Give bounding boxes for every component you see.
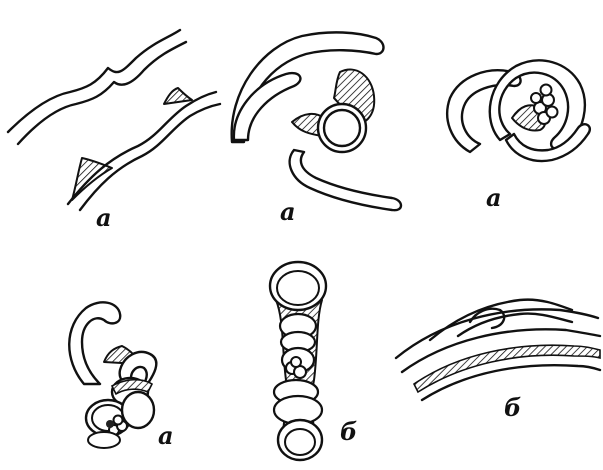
panel-3-label: а	[486, 183, 502, 212]
loop-left	[69, 302, 120, 384]
small-circle-3	[114, 416, 123, 425]
panel-2-label: а	[280, 197, 296, 226]
panel-5-label: б	[340, 417, 357, 446]
panel-4-label: а	[158, 421, 174, 450]
inner-membrane-line-2	[80, 104, 220, 210]
cluster-circle-6	[531, 93, 541, 103]
panel-6-layers	[396, 300, 600, 400]
chain-bead-3	[291, 357, 301, 367]
cluster-circle-4	[547, 107, 558, 118]
panel-5-chain	[270, 262, 326, 460]
cluster-circle-5	[541, 85, 552, 96]
ring-d	[88, 432, 120, 448]
coil-tail	[506, 124, 590, 161]
outer-membrane-line	[8, 30, 180, 132]
panel-1-membranes	[8, 30, 220, 210]
panel-3-coil	[447, 60, 590, 161]
panel-2-curled-tube	[232, 32, 401, 210]
panel-4-loops	[69, 302, 156, 448]
panel-1-label: а	[96, 203, 112, 232]
hatched-prong-upper	[164, 88, 192, 104]
panel-6-label: б	[504, 393, 521, 422]
small-dot	[106, 420, 114, 428]
inner-membrane-line	[68, 92, 216, 204]
ring-inner	[324, 110, 360, 146]
lower-tail-tube	[290, 150, 401, 210]
chain-ring-top-inner	[277, 271, 319, 305]
chain-ring-bottom-inner	[285, 429, 315, 455]
